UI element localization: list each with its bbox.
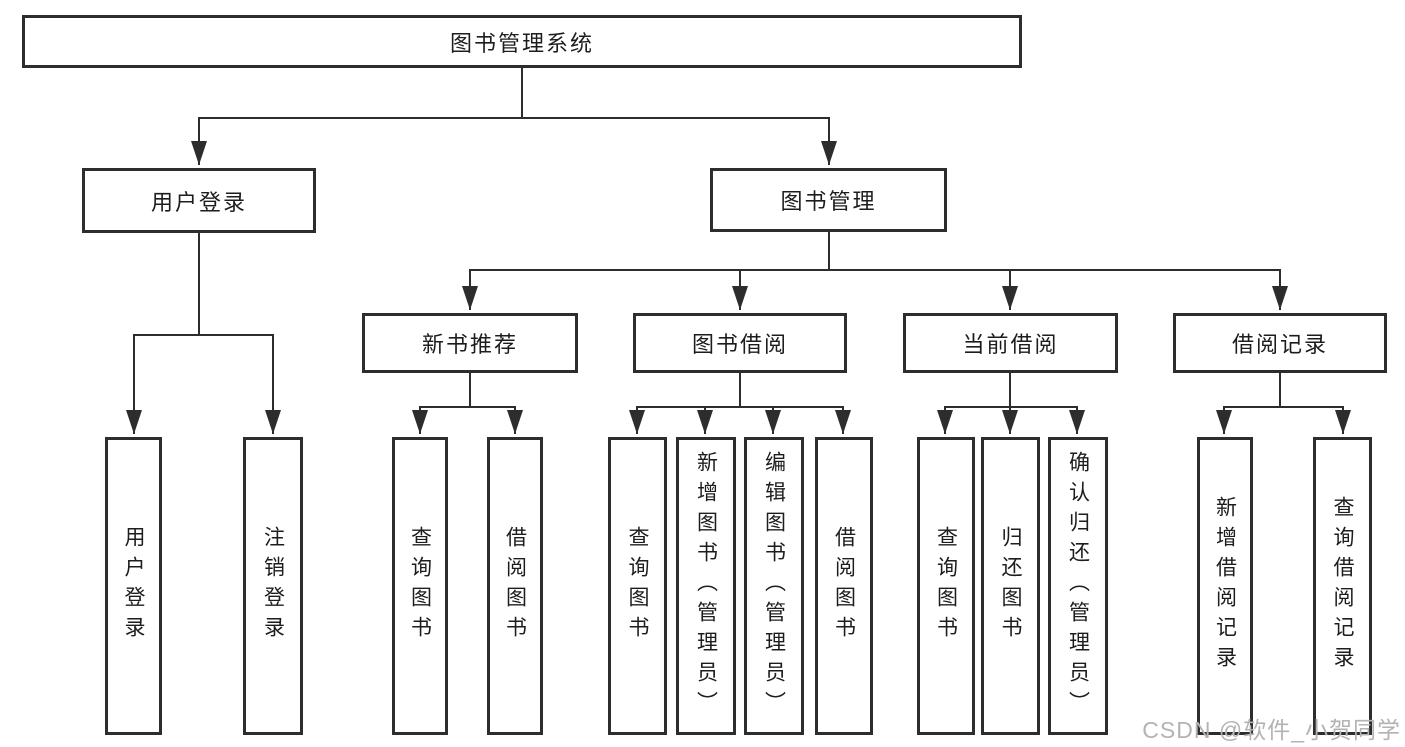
node-book-borrowing-label: 图书借阅 <box>691 332 788 357</box>
leaf-br-query-record: 查询借阅记录 <box>1313 437 1372 735</box>
leaf-nbr-borrow-books-label: 借阅图书 <box>503 526 527 646</box>
leaf-br-add-record-label: 新增借阅记录 <box>1213 496 1237 676</box>
leaf-bb-edit-book-admin: 编辑图书（管理员） <box>744 437 804 735</box>
node-borrowing-records-label: 借阅记录 <box>1231 332 1328 357</box>
leaf-nbr-query-books-label: 查询图书 <box>408 526 432 646</box>
leaf-logout-login: 注销登录 <box>243 437 303 735</box>
leaf-bb-query-books: 查询图书 <box>608 437 667 735</box>
leaf-cb-query-books: 查询图书 <box>917 437 975 735</box>
leaf-logout-login-label: 注销登录 <box>261 526 285 646</box>
leaf-bb-edit-book-admin-label: 编辑图书（管理员） <box>762 451 786 721</box>
leaf-nbr-borrow-books: 借阅图书 <box>487 437 543 735</box>
node-book-borrowing: 图书借阅 <box>633 313 847 373</box>
leaf-bb-add-book-admin: 新增图书（管理员） <box>676 437 736 735</box>
leaf-bb-query-books-label: 查询图书 <box>626 526 649 646</box>
node-book-management-label: 图书管理 <box>780 189 877 214</box>
leaf-user-login: 用户登录 <box>105 437 162 735</box>
node-book-management: 图书管理 <box>710 168 947 232</box>
leaf-nbr-query-books: 查询图书 <box>392 437 448 735</box>
leaf-bb-borrow-books: 借阅图书 <box>815 437 873 735</box>
leaf-cb-return-books: 归还图书 <box>981 437 1040 735</box>
node-current-borrowing-label: 当前借阅 <box>962 332 1059 357</box>
node-borrowing-records: 借阅记录 <box>1173 313 1387 373</box>
leaf-br-add-record: 新增借阅记录 <box>1197 437 1253 735</box>
leaf-user-login-label: 用户登录 <box>122 526 145 646</box>
node-root: 图书管理系统 <box>22 15 1022 68</box>
leaf-cb-confirm-return-admin: 确认归还（管理员） <box>1048 437 1108 735</box>
csdn-watermark: CSDN @软件_小贺同学 <box>1142 717 1401 743</box>
leaf-cb-return-books-label: 归还图书 <box>999 526 1022 646</box>
node-root-label: 图书管理系统 <box>449 30 594 56</box>
node-current-borrowing: 当前借阅 <box>903 313 1118 373</box>
leaf-br-query-record-label: 查询借阅记录 <box>1331 496 1354 676</box>
leaf-bb-add-book-admin-label: 新增图书（管理员） <box>694 451 718 721</box>
node-new-book-recommend: 新书推荐 <box>362 313 578 373</box>
node-new-book-recommend-label: 新书推荐 <box>421 332 518 357</box>
node-user-login: 用户登录 <box>82 168 316 233</box>
leaf-cb-query-books-label: 查询图书 <box>934 526 958 646</box>
node-user-login-label: 用户登录 <box>150 189 247 215</box>
leaf-bb-borrow-books-label: 借阅图书 <box>832 526 856 646</box>
leaf-cb-confirm-return-admin-label: 确认归还（管理员） <box>1066 451 1090 721</box>
